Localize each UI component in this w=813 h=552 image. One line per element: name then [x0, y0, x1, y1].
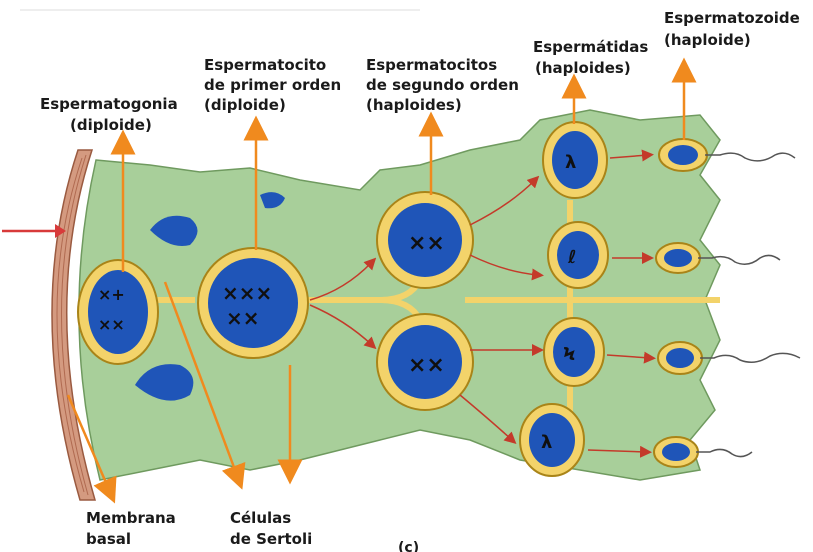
svg-text:Ϟ: Ϟ — [563, 344, 576, 365]
svg-text:⨯×: ⨯× — [408, 353, 445, 378]
svg-text:(diploide): (diploide) — [204, 96, 286, 114]
svg-text:Espermatogonia: Espermatogonia — [40, 95, 178, 113]
svg-text:Espermatozoide: Espermatozoide — [664, 9, 800, 27]
secondary-spermatocyte-top: ×⨯ — [377, 192, 473, 288]
spermatid-3: Ϟ — [544, 318, 604, 386]
label-segundo-orden: Espermatocitos de segundo orden (haploid… — [366, 56, 519, 114]
spermatid-4: λ — [520, 404, 584, 476]
spermatozoon-1 — [659, 139, 795, 171]
label-sertoli: Células de Sertoli — [230, 509, 312, 548]
svg-text:(haploide): (haploide) — [664, 31, 751, 49]
svg-text:(diploide): (diploide) — [70, 116, 152, 134]
svg-text:Células: Células — [230, 509, 291, 527]
svg-text:××: ×× — [98, 315, 125, 334]
svg-text:Espermatocitos: Espermatocitos — [366, 56, 497, 74]
label-espermatogonia: Espermatogonia (diploide) — [40, 95, 178, 134]
spermatozoon-4 — [654, 437, 752, 467]
panel-letter: (c) — [398, 540, 419, 552]
label-espermatozoide: Espermatozoide (haploide) — [664, 9, 800, 49]
left-input-arrow — [2, 224, 66, 238]
svg-text:×⨯: ×⨯ — [408, 231, 445, 256]
spermatid-2: ℓ — [548, 222, 608, 288]
label-membrana-basal: Membrana basal — [86, 509, 176, 548]
svg-text:Espermatocito: Espermatocito — [204, 56, 326, 74]
label-espermatidas: Espermátidas (haploides) — [533, 38, 648, 77]
svg-text:×⨯×: ×⨯× — [222, 281, 272, 305]
svg-text:(haploides): (haploides) — [535, 59, 631, 77]
svg-text:de primer orden: de primer orden — [204, 76, 341, 94]
svg-text:×+: ×+ — [98, 285, 125, 304]
spermatid-1: λ — [543, 122, 607, 198]
secondary-spermatocyte-bottom: ⨯× — [377, 314, 473, 410]
svg-text:ℓ: ℓ — [567, 247, 577, 268]
svg-text:⨯×: ⨯× — [226, 306, 260, 330]
svg-text:Membrana: Membrana — [86, 509, 176, 527]
svg-text:de Sertoli: de Sertoli — [230, 530, 312, 548]
svg-text:basal: basal — [86, 530, 131, 548]
spermatogonia-cell: ×+ ×× — [78, 260, 158, 364]
spermatozoon-3 — [658, 342, 800, 374]
svg-text:λ: λ — [565, 152, 576, 173]
svg-text:λ: λ — [541, 432, 552, 453]
svg-text:Espermátidas: Espermátidas — [533, 38, 648, 56]
label-primer-orden: Espermatocito de primer orden (diploide) — [204, 56, 341, 114]
svg-text:(haploides): (haploides) — [366, 96, 462, 114]
svg-text:de segundo orden: de segundo orden — [366, 76, 519, 94]
primary-spermatocyte-cell: ×⨯× ⨯× — [198, 248, 308, 358]
